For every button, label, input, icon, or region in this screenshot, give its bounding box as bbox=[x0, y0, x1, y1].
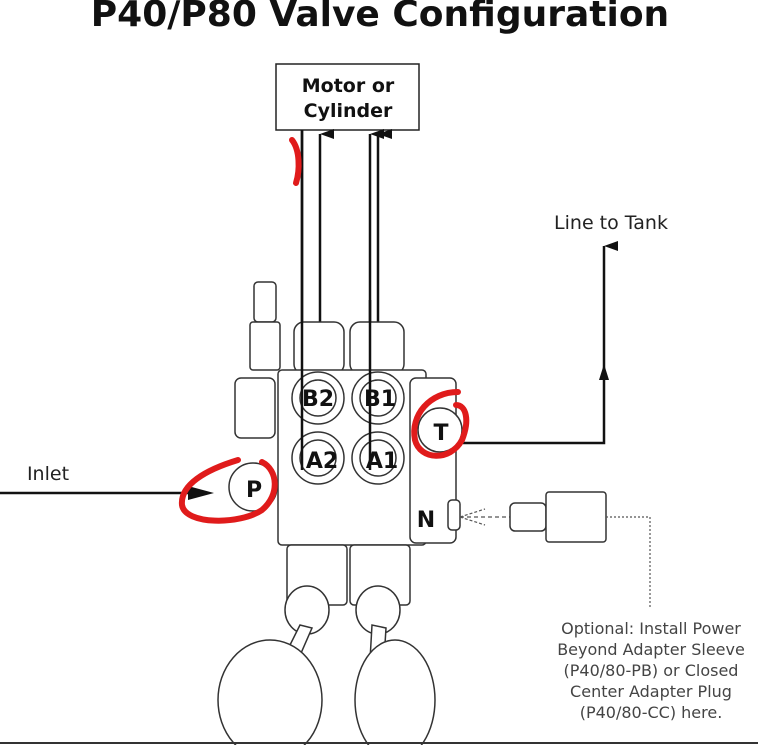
svg-text:Center Adapter Plug: Center Adapter Plug bbox=[570, 682, 732, 701]
svg-text:(P40/80-CC) here.: (P40/80-CC) here. bbox=[580, 703, 723, 722]
motor-cylinder-box: Motor or Cylinder bbox=[275, 63, 420, 131]
tank-line-arrow bbox=[463, 241, 618, 445]
port-a2: A2 bbox=[306, 449, 338, 474]
control-levers bbox=[217, 544, 436, 745]
cylinder-label: Cylinder bbox=[304, 100, 393, 122]
optional-adapter-note: Optional: Install Power Beyond Adapter S… bbox=[557, 619, 745, 722]
valve-body bbox=[228, 281, 463, 546]
port-b2: B2 bbox=[302, 387, 334, 412]
inlet-arrow-icon bbox=[188, 486, 214, 500]
motor-label: Motor or bbox=[302, 75, 395, 97]
tank-mid-arrow-icon bbox=[599, 364, 609, 380]
svg-text:Optional: Install Power: Optional: Install Power bbox=[561, 619, 741, 638]
svg-text:(P40/80-PB) or Closed: (P40/80-PB) or Closed bbox=[564, 661, 739, 680]
port-b1: B1 bbox=[364, 387, 396, 412]
inlet-label: Inlet bbox=[27, 463, 69, 485]
port-t: T bbox=[433, 421, 448, 446]
port-n: N bbox=[417, 508, 435, 533]
adapter-plug bbox=[459, 491, 651, 608]
page-title: P40/P80 Valve Configuration bbox=[91, 0, 669, 35]
red-annotations bbox=[178, 137, 470, 524]
port-p: P bbox=[246, 478, 262, 503]
svg-text:Beyond Adapter Sleeve: Beyond Adapter Sleeve bbox=[557, 640, 745, 659]
port-a1: A1 bbox=[366, 449, 398, 474]
line-to-tank-label: Line to Tank bbox=[554, 212, 668, 234]
